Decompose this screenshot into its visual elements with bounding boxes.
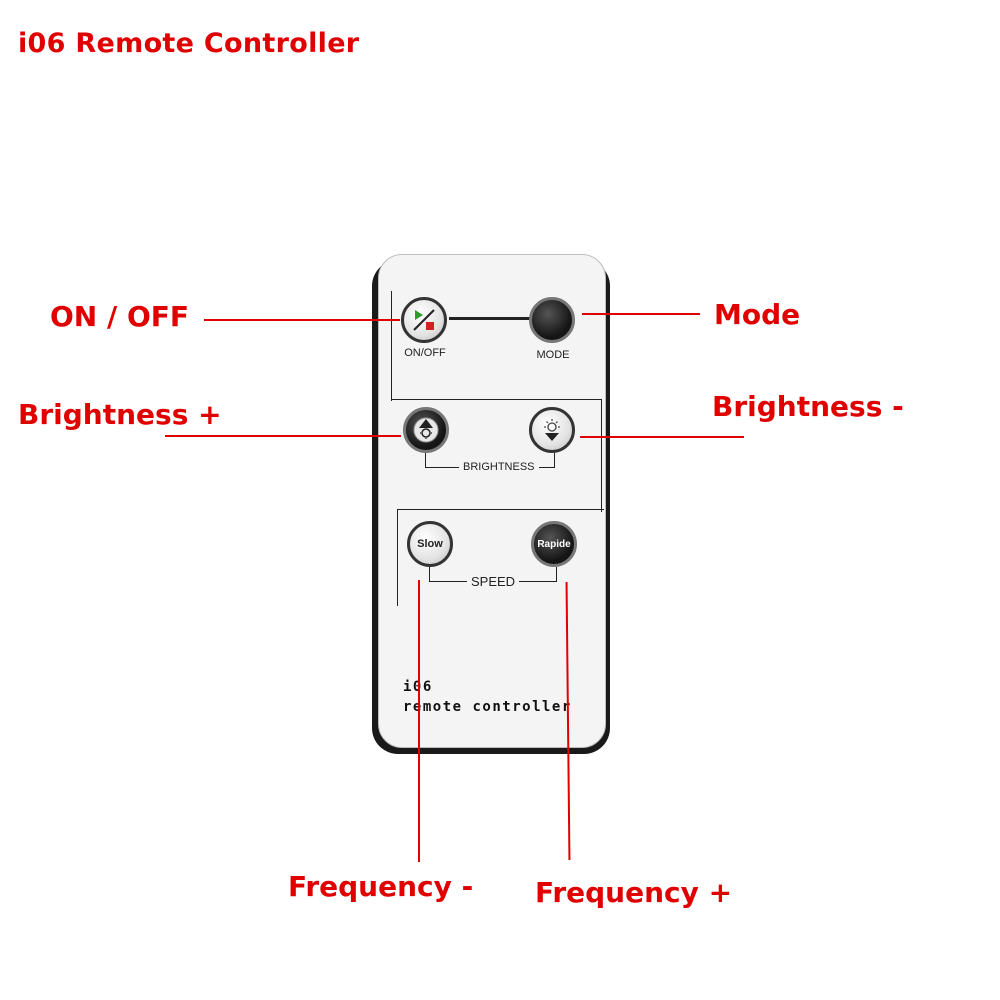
frequency-minus-callout: Frequency -: [288, 870, 474, 903]
brightness-plus-pointer-line: [165, 435, 401, 437]
speed-group-label: SPEED: [467, 574, 520, 589]
on-off-callout: ON / OFF: [50, 300, 190, 333]
brightness-up-button[interactable]: [403, 407, 449, 453]
frequency-minus-pointer-line: [418, 580, 420, 862]
mode-label: MODE: [536, 349, 570, 361]
brightness-up-icon: [413, 417, 439, 443]
rapide-button-label: Rapide: [537, 538, 571, 550]
remote-controller: ON/OFF MODE: [378, 254, 606, 748]
brightness-down-button[interactable]: [529, 407, 575, 453]
page-title: i06 Remote Controller: [18, 28, 360, 59]
on-off-label: ON/OFF: [404, 347, 446, 359]
mode-callout: Mode: [714, 298, 801, 331]
frequency-plus-callout: Frequency +: [535, 876, 733, 909]
power-play-icon: [413, 309, 435, 331]
speed-section: [397, 509, 604, 606]
brand-model: i06: [403, 679, 433, 695]
brightness-group-label: BRIGHTNESS: [459, 461, 539, 473]
slow-button-label: Slow: [417, 538, 443, 550]
slow-button[interactable]: Slow: [407, 521, 453, 567]
brand-name: remote controller: [403, 699, 572, 715]
brightness-minus-pointer-line: [580, 436, 744, 438]
on-off-pointer-line: [204, 319, 400, 321]
brightness-section: [391, 399, 602, 512]
brightness-minus-callout: Brightness -: [712, 390, 904, 423]
brightness-plus-callout: Brightness +: [18, 398, 222, 431]
power-mode-connector: [449, 317, 537, 320]
power-mode-section: [391, 291, 602, 401]
on-off-button[interactable]: [401, 297, 447, 343]
mode-pointer-line: [582, 313, 700, 315]
mode-button[interactable]: [529, 297, 575, 343]
brightness-down-icon: [544, 419, 560, 441]
rapide-button[interactable]: Rapide: [531, 521, 577, 567]
